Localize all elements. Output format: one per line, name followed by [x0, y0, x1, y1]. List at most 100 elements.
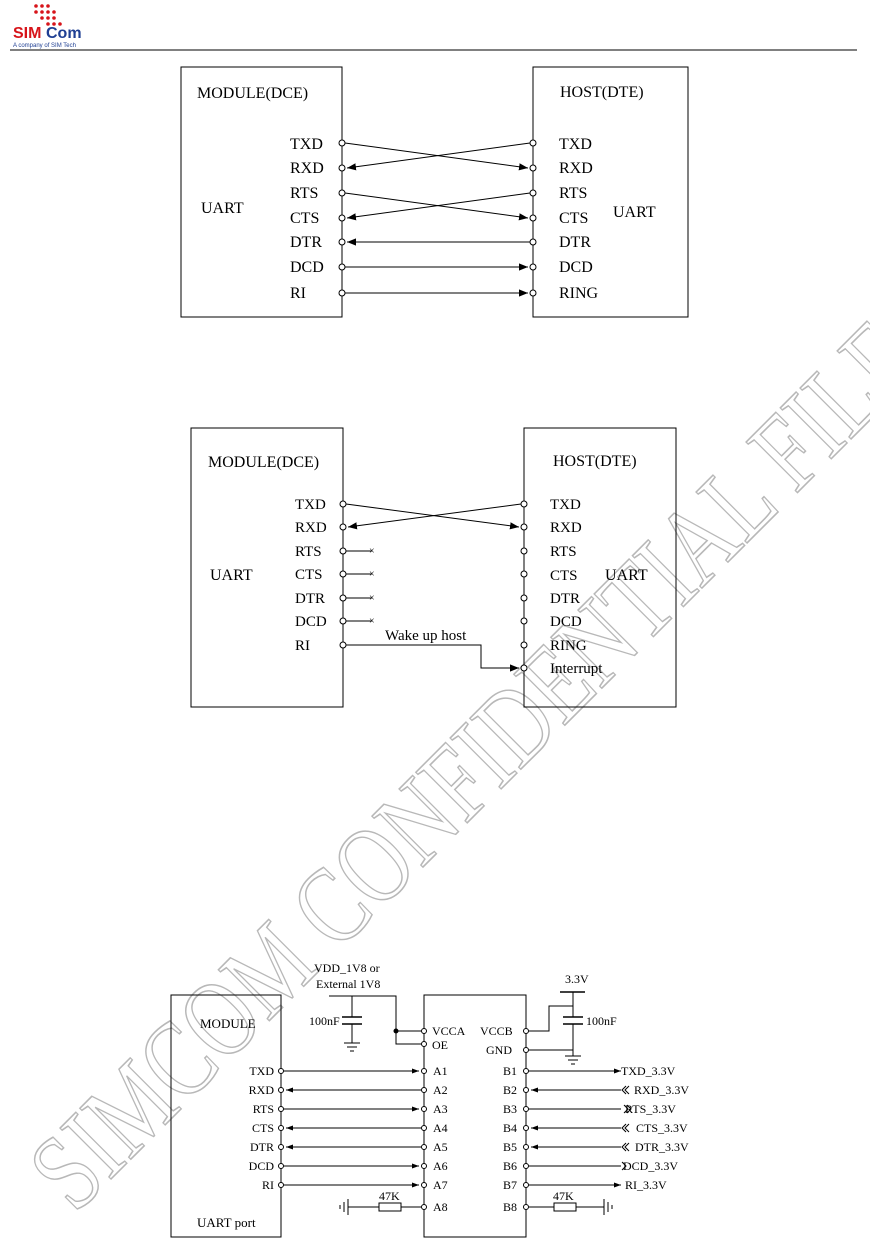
host-pin-rxd: RXD [550, 520, 582, 536]
module-footer: UART port [197, 1215, 256, 1230]
host-signal-dcd-3-3v: DCD_3.3V [623, 1159, 678, 1173]
resistor-right [553, 1202, 577, 1212]
module-box [170, 994, 282, 1238]
level-shifter-chip [423, 994, 527, 1238]
host-pin-dtr: DTR [559, 234, 591, 251]
module-pin-cts: CTS [295, 567, 323, 583]
chip-oe-label: OE [432, 1038, 448, 1052]
resistor-left-label: 47K [379, 1189, 400, 1203]
diagram-level-shifter [170, 991, 632, 1238]
line-host-rts-cts [346, 192, 531, 221]
host-pin-rxd: RXD [559, 160, 593, 177]
module-pin-ri: RI [295, 638, 310, 654]
resistor-left [378, 1202, 402, 1212]
module-title: MODULE [200, 1016, 256, 1031]
module-pin-dcd: DCD [290, 259, 324, 276]
chip-pin-a5: A5 [433, 1140, 448, 1154]
junction-left [393, 1028, 399, 1034]
nc-mark-dtr: × [369, 593, 375, 604]
host-pin-txd: TXD [559, 136, 592, 153]
module-pin-rts: RTS [295, 544, 322, 560]
module-pin-dcd: DCD [295, 614, 327, 630]
host-signal-txd-3-3v: TXD_3.3V [621, 1064, 676, 1078]
pin-circles [278, 1028, 529, 1210]
supply-label-1: VDD_1V8 or [314, 961, 380, 975]
diagram1-labels: MODULE(DCE) HOST(DTE) UART UART TXD RXD RT… [197, 84, 656, 302]
module-pin-txd: TXD [249, 1064, 274, 1078]
chip-pin-a6: A6 [433, 1159, 448, 1173]
host-pin-dcd: DCD [550, 614, 582, 630]
chip-pin-a7: A7 [433, 1178, 448, 1192]
module-pin-dtr: DTR [295, 591, 325, 607]
module-pin-rts: RTS [290, 185, 318, 202]
wire-vcca [384, 995, 421, 1032]
logo-sim-text: SIM [13, 25, 41, 42]
host-signal-rts-3-3v: RTS_3.3V [625, 1102, 676, 1116]
host-pin-dcd: DCD [559, 259, 593, 276]
module-box [190, 427, 344, 708]
host-box [523, 427, 677, 708]
module-pin-txd: TXD [290, 136, 323, 153]
diagram-three-wire-uart [190, 427, 677, 708]
input-chevron-icons [621, 1085, 632, 1171]
module-pin-ri: RI [290, 285, 306, 302]
host-title: HOST(DTE) [553, 453, 637, 470]
wire-gnd [529, 1024, 574, 1051]
line-host-txd-rxd [347, 503, 522, 530]
chip-pin-b6: B6 [503, 1159, 517, 1173]
line-ri-interrupt [346, 644, 519, 672]
host-uart-label: UART [613, 204, 656, 221]
nc-mark-rts: × [369, 546, 375, 557]
module-pin-dcd: DCD [249, 1159, 275, 1173]
host-signal-rxd-3-3v: RXD_3.3V [634, 1083, 689, 1097]
host-pin-cts: CTS [559, 210, 588, 227]
host-pin-rts: RTS [559, 185, 587, 202]
host-title: HOST(DTE) [560, 84, 644, 101]
resistor-right-label: 47K [553, 1189, 574, 1203]
chip-pin-b8: B8 [503, 1200, 517, 1214]
diagram3-labels: MODULE UART port VDD_1V8 or External 1V8… [197, 961, 689, 1230]
wire-oe [395, 1031, 421, 1045]
chip-pin-a8: A8 [433, 1200, 448, 1214]
host-pin-dtr: DTR [550, 591, 580, 607]
wire-vccb [529, 1005, 573, 1032]
pin-circles [338, 139, 537, 297]
chip-vcca-label: VCCA [432, 1024, 466, 1038]
logo-tagline: A company of SIM Tech [13, 43, 76, 49]
diagram-full-uart [180, 66, 689, 318]
module-pin-ri: RI [262, 1178, 274, 1192]
chip-pin-b5: B5 [503, 1140, 517, 1154]
pin-circles [339, 500, 528, 672]
chip-pin-a1: A1 [433, 1064, 448, 1078]
logo-com-text: Com [46, 25, 82, 42]
chip-gnd-label: GND [486, 1043, 512, 1057]
host-pin-cts: CTS [550, 568, 578, 584]
host-signal-ri-3-3v: RI_3.3V [625, 1178, 667, 1192]
module-title: MODULE(DCE) [197, 85, 308, 102]
chip-pin-a3: A3 [433, 1102, 448, 1116]
supply-label-2: External 1V8 [316, 977, 380, 991]
chip-pin-a4: A4 [433, 1121, 448, 1135]
logo-dots-icon [34, 4, 62, 26]
cap-left-label: 100nF [309, 1014, 340, 1028]
module-pin-txd: TXD [295, 497, 326, 513]
module-pin-cts: CTS [290, 210, 319, 227]
module-pin-dtr: DTR [250, 1140, 274, 1154]
host-pin-txd: TXD [550, 497, 581, 513]
host-pin-ring: RING [550, 638, 587, 654]
diagram2-labels: MODULE(DCE) HOST(DTE) UART UART Wake up … [208, 453, 648, 677]
module-uart-label: UART [210, 567, 253, 584]
chip-pin-b7: B7 [503, 1178, 517, 1192]
cap-right-label: 100nF [586, 1014, 617, 1028]
host-box [532, 66, 689, 318]
chip-vccb-label: VCCB [480, 1024, 513, 1038]
nc-mark-cts: × [369, 569, 375, 580]
chip-pin-a2: A2 [433, 1083, 448, 1097]
module-pin-rxd: RXD [290, 160, 324, 177]
module-title: MODULE(DCE) [208, 454, 319, 471]
chip-pin-b2: B2 [503, 1083, 517, 1097]
module-uart-label: UART [201, 200, 244, 217]
module-pin-rxd: RXD [295, 520, 327, 536]
host-uart-label: UART [605, 567, 648, 584]
